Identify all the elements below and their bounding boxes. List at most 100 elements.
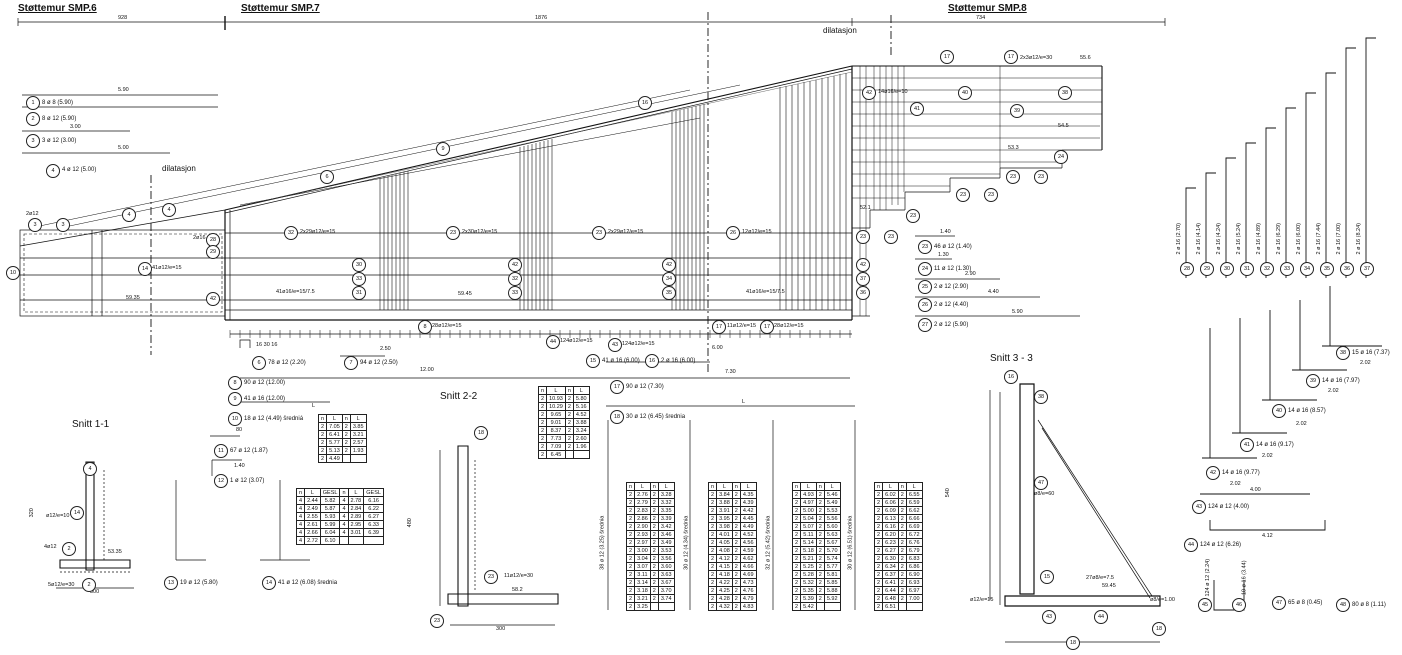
callout: 28ø12/e=15 [774, 323, 804, 329]
bar-mark: 35 [1320, 262, 1334, 276]
callout: 28ø12/e=15 [432, 323, 462, 329]
bar-mark: 3 [26, 134, 40, 148]
bar-mark: 28 [1180, 262, 1194, 276]
bar-legend: 41 ø 12 (6.08) šrednia [278, 580, 338, 586]
table-caption-g: 30 ø 12 (6.51) šrednia [847, 515, 854, 570]
dimension-label: 12.00 [420, 367, 434, 373]
bar-legend: 124 ø 12 (2.24) [1205, 558, 1212, 597]
callout: 14ø16/e=10 [878, 89, 908, 95]
bar-mark: 14 [138, 262, 152, 276]
dilatation-label: dilatasjon [162, 164, 196, 173]
bar-mark: 1 [26, 96, 40, 110]
bar-mark: 34 [1300, 262, 1314, 276]
bar-legend: 2 ø 12 (4.40) [934, 302, 969, 308]
bar-mark: 17 [712, 320, 726, 334]
bar-mark: 29 [1200, 262, 1214, 276]
callout: 27ø8/e=7.5 [1086, 575, 1114, 581]
elevation-mark: 58.2 [512, 587, 523, 593]
callout: 5ø12/e=30 [48, 582, 75, 588]
dimension-label: 320 [28, 508, 35, 518]
bar-mark: 46 [1232, 598, 1246, 612]
bar-legend: 3 ø 12 (3.00) [42, 138, 77, 144]
bar-mark: 40 [1272, 404, 1286, 418]
section-title-3-3: Snitt 3 - 3 [990, 353, 1033, 364]
bar-mark: 23 [446, 226, 460, 240]
bar-mark: 23 [430, 614, 444, 628]
bar-mark: 47 [1034, 476, 1048, 490]
bar-mark: 23 [592, 226, 606, 240]
section-header-smp8: Støttemur SMP.8 [948, 3, 1027, 14]
bar-mark: 4 [46, 164, 60, 178]
bar-mark: 44 [546, 335, 560, 349]
bar-mark: 44 [1094, 610, 1108, 624]
bar-mark: 16 [645, 354, 659, 368]
bar-mark: 27 [918, 318, 932, 332]
bar-mark: 37 [856, 272, 870, 286]
bar-mark: 2 [62, 542, 76, 556]
bar-mark: 2 [26, 112, 40, 126]
bar-mark: 26 [726, 226, 740, 240]
bar-mark: 4 [122, 208, 136, 222]
bar-mark: 4 [162, 203, 176, 217]
elevation-mark: 59.45 [1102, 583, 1116, 589]
bar-mark: 30 [1220, 262, 1234, 276]
dimension-label: 734 [976, 15, 986, 21]
bar-mark: 23 [956, 188, 970, 202]
elevation-mark: 55.6 [1080, 55, 1091, 61]
bar-legend: 30 ø 12 (6.45) šrednia [626, 414, 686, 420]
bar-mark: 18 [1152, 622, 1166, 636]
bar-mark: 17 [940, 50, 954, 64]
callout: 2x3ø12/e=30 [1020, 55, 1053, 61]
bar-mark: 23 [856, 230, 870, 244]
bar-mark: 23 [906, 209, 920, 223]
callout: 11ø12/e=15 [727, 323, 757, 329]
bar-mark: 32 [1260, 262, 1274, 276]
callout: 12ø12/e=15 [742, 229, 772, 235]
bar-legend: 14 ø 16 (7.97) [1322, 378, 1360, 384]
callout: ø8/e=60 [1034, 491, 1055, 497]
bar-mark: 23 [884, 230, 898, 244]
bar-legend: 14 ø 16 (8.57) [1288, 408, 1326, 414]
callout: 41ø16/e=15/7.5 [746, 289, 785, 295]
bar-mark: 23 [484, 570, 498, 584]
callout: ø12/e=15 [970, 597, 994, 603]
bar-mark: 42 [856, 258, 870, 272]
bar-legend: 124 ø 12 (6.26) [1200, 542, 1242, 548]
bar-mark: 41 [1240, 438, 1254, 452]
bar-mark: 33 [508, 286, 522, 300]
bar-mark: 25 [918, 280, 932, 294]
bar-legend: 41 ø 16 (6.00) [602, 358, 640, 364]
section-title-2-2: Snitt 2-2 [440, 391, 478, 402]
callout: 2ø12 [26, 211, 39, 217]
bar-mark: 10 [228, 412, 242, 426]
bar-mark: 33 [1280, 262, 1294, 276]
callout: 124ø12/e=15 [622, 341, 655, 347]
bar-legend: 80 ø 8 (1.11) [1352, 602, 1386, 608]
bar-legend: 2 ø 16 (7.00) [1336, 223, 1342, 255]
bar-mark: 42 [662, 258, 676, 272]
bar-legend: 2 ø 16 (4.89) [1256, 223, 1262, 255]
dimension-label: 480 [406, 518, 413, 528]
elevation-mark: 59.35 [126, 295, 140, 301]
bar-mark: 18 [1066, 636, 1080, 650]
dimension-label: 300 [496, 626, 506, 632]
dimension-label: 5.90 [1012, 309, 1023, 315]
dimension-label: 4.12 [1262, 533, 1273, 539]
dimension-label: 4.00 [1250, 487, 1261, 493]
bar-mark: 8 [228, 376, 242, 390]
dimension-label: 5.00 [118, 145, 129, 151]
dimension-label: 1.30 [938, 252, 949, 258]
dimension-label: 1876 [535, 15, 548, 21]
bar-mark: 15 [1040, 570, 1054, 584]
dimension-label: 6.00 [712, 345, 723, 351]
bar-legend: 19 ø 12 (5.80) [180, 580, 218, 586]
section-header-smp6: Støttemur SMP.6 [18, 3, 97, 14]
bar-legend: 18 ø 12 (4.49) šredniá [244, 416, 304, 422]
bar-mark: 3 [56, 218, 70, 232]
bar-mark: 35 [662, 286, 676, 300]
callout: 2x30ø12/e=15 [462, 229, 498, 235]
